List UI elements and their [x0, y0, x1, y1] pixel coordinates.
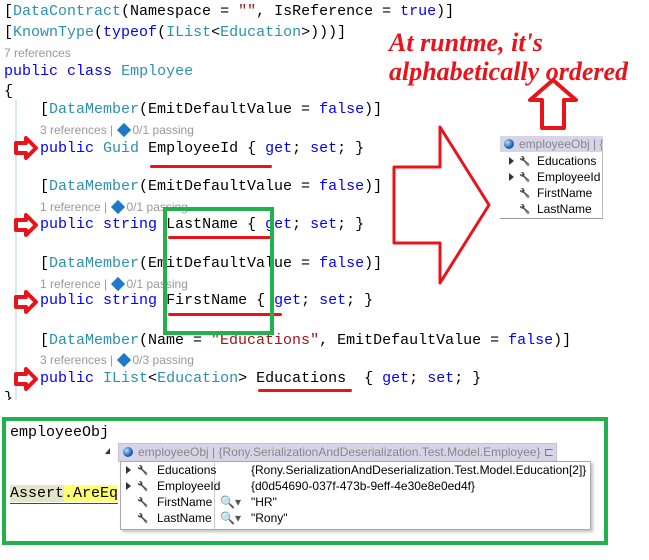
pointer-arrow-icon	[14, 367, 38, 391]
datatip-row-lastname[interactable]: 🔧LastName🔍▾"Rony"	[137, 511, 288, 525]
wrench-icon: 🔧	[519, 188, 531, 198]
codelens-class-references[interactable]: 7 references	[4, 46, 71, 60]
codelens-employeeid[interactable]: 3 references | 0/1 passing	[40, 122, 194, 138]
underline-firstname	[168, 313, 282, 316]
expand-icon[interactable]	[126, 482, 131, 490]
wrench-icon: 🔧	[137, 513, 149, 523]
big-right-arrow-icon	[392, 125, 491, 285]
object-icon	[123, 447, 133, 457]
code-attr-educations: [DataMember(Name = "Educations", EmitDef…	[40, 332, 572, 349]
datatip-row-firstname[interactable]: 🔧FirstName🔍▾"HR"	[137, 495, 277, 509]
code-prop-firstname: public string FirstName { get; set; }	[40, 292, 374, 309]
codelens-educations[interactable]: 3 references | 0/3 passing	[40, 352, 194, 368]
code-line-datacontract: [DataContract(Namespace = "", IsReferenc…	[4, 3, 455, 20]
datatip-row-employeeid[interactable]: 🔧EmployeeId{d0d54690-037f-473b-9eff-4e30…	[121, 478, 590, 494]
code-attr-lastname: [DataMember(EmitDefaultValue = false)]	[40, 178, 383, 195]
highlight-box-names	[163, 207, 274, 335]
wrench-icon: 🔧	[137, 465, 149, 475]
text-visualizer-icon[interactable]: 🔍▾	[220, 511, 241, 525]
pointer-arrow-icon	[14, 136, 38, 160]
code-open-brace: {	[4, 83, 14, 100]
annotation-line-2: alphabetically ordered	[389, 57, 629, 86]
underline-educations	[258, 389, 352, 392]
expand-icon[interactable]	[509, 173, 514, 181]
popup-header: employeeObj | {	[500, 136, 603, 152]
wrench-icon: 🔧	[519, 172, 531, 182]
underline-employeeid	[150, 165, 272, 168]
datatip-row-educations[interactable]: 🔧Educations{Rony.SerializationAndDeseria…	[121, 462, 590, 478]
codelens-firstname[interactable]: 1 reference | 0/1 passing	[40, 276, 188, 292]
wrench-icon: 🔧	[137, 497, 149, 507]
datatip-body: 🔧Educations{Rony.SerializationAndDeseria…	[120, 461, 591, 530]
underline-lastname	[168, 236, 272, 239]
text-visualizer-icon[interactable]: 🔍▾	[220, 495, 241, 509]
object-icon	[504, 139, 514, 149]
runtime-watch-popup: employeeObj | { 🔧Educations 🔧EmployeeId …	[500, 136, 603, 219]
assert-line: Assert.AreEq	[10, 485, 119, 504]
datatip-header[interactable]: employeeObj | {Rony.SerializationAndDese…	[118, 443, 557, 462]
code-line-knowntype: [KnownType(typeof(IList<Education>)))]	[4, 24, 347, 41]
pointer-arrow-icon	[14, 290, 38, 314]
code-attr-firstname: [DataMember(EmitDefaultValue = false)]	[40, 255, 383, 272]
pin-icon[interactable]: ⊏	[543, 445, 554, 459]
collapse-icon[interactable]	[105, 448, 110, 454]
highlight-box-debugger	[2, 417, 608, 545]
code-line-class: public class Employee	[4, 63, 194, 80]
wrench-icon: 🔧	[137, 481, 149, 491]
debug-variable-name[interactable]: employeeObj	[10, 424, 110, 441]
up-arrow-icon	[528, 78, 578, 130]
expand-icon[interactable]	[509, 157, 514, 165]
code-attr-employeeid: [DataMember(EmitDefaultValue = false)]	[40, 101, 383, 118]
pointer-arrow-icon	[14, 213, 38, 237]
wrench-icon: 🔧	[519, 156, 531, 166]
annotation-arrows	[14, 78, 578, 391]
code-prop-educations: public IList<Education> Educations { get…	[40, 370, 482, 387]
code-prop-employeeid: public Guid EmployeeId { get; set; }	[40, 140, 365, 157]
scope-guide	[15, 100, 17, 400]
expand-icon[interactable]	[126, 466, 131, 474]
wrench-icon: 🔧	[519, 204, 531, 214]
code-close-brace: }	[4, 390, 14, 400]
annotation-line-1: At runtme, it's	[389, 28, 543, 57]
